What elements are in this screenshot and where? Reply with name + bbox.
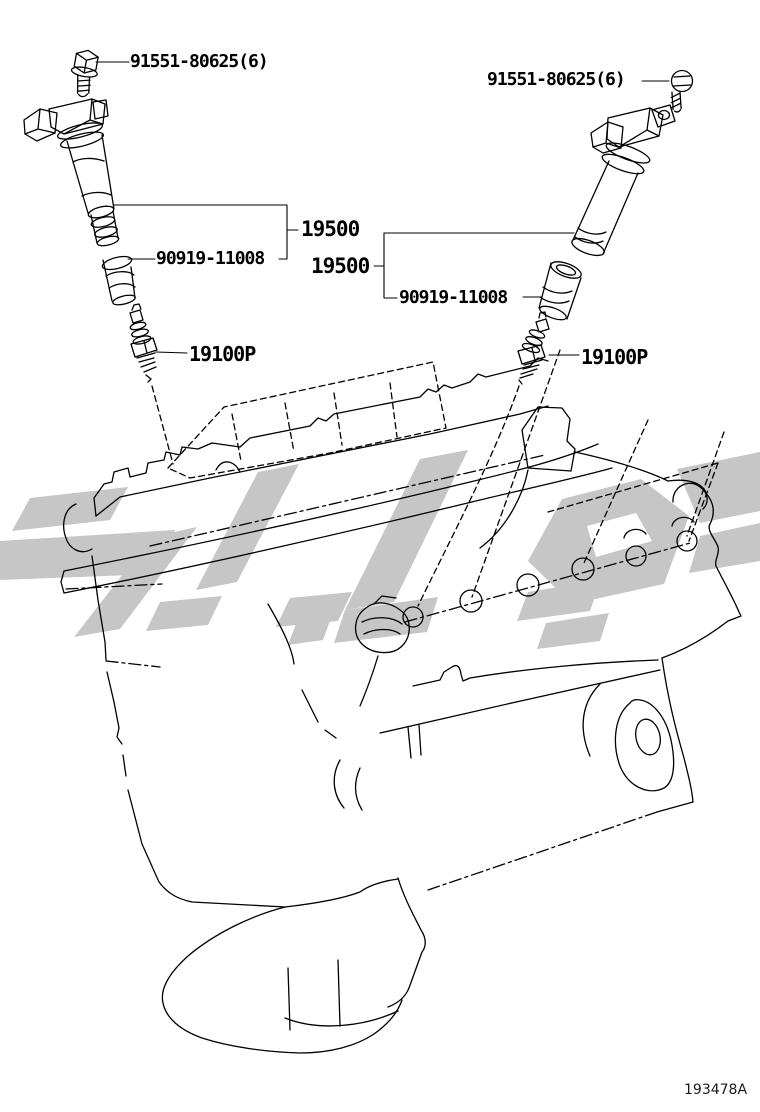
bracket-coil-left [113, 204, 299, 260]
left-spark-plug-drawing [129, 303, 158, 383]
callout-coil-right: 19500 [311, 254, 370, 278]
right-ignition-coil-drawing [571, 104, 676, 257]
callout-boot-right: 90919-11008 [399, 287, 508, 308]
watermark-logo [0, 450, 760, 649]
engine-block-drawing [60, 357, 742, 1054]
left-plug-boot-drawing [101, 255, 136, 306]
right-spark-plug-drawing [517, 311, 550, 385]
left-bolt-drawing [70, 49, 99, 98]
callout-plug-left: 19100P [189, 342, 256, 366]
right-plug-boot-drawing [538, 261, 582, 321]
callout-plug-right: 19100P [581, 345, 648, 369]
leader-left-plug-dashed [151, 385, 174, 465]
callout-bolt-left: 91551-80625(6) [130, 51, 269, 72]
engine-center-lines [65, 454, 691, 891]
leader-right-plug-dashed [417, 385, 520, 607]
callout-bolt-right: 91551-80625(6) [487, 69, 626, 90]
leader-plug-left [155, 351, 188, 354]
bracket-coil-right [373, 232, 575, 299]
figure-code: 193478A [684, 1082, 748, 1098]
callout-leader-lines [95, 61, 670, 356]
callout-coil-left: 19500 [301, 217, 360, 241]
engine-hidden-lines [151, 349, 725, 607]
left-ignition-coil-drawing [23, 98, 120, 247]
right-bolt-drawing [670, 69, 694, 113]
callout-boot-left: 90919-11008 [156, 248, 265, 269]
